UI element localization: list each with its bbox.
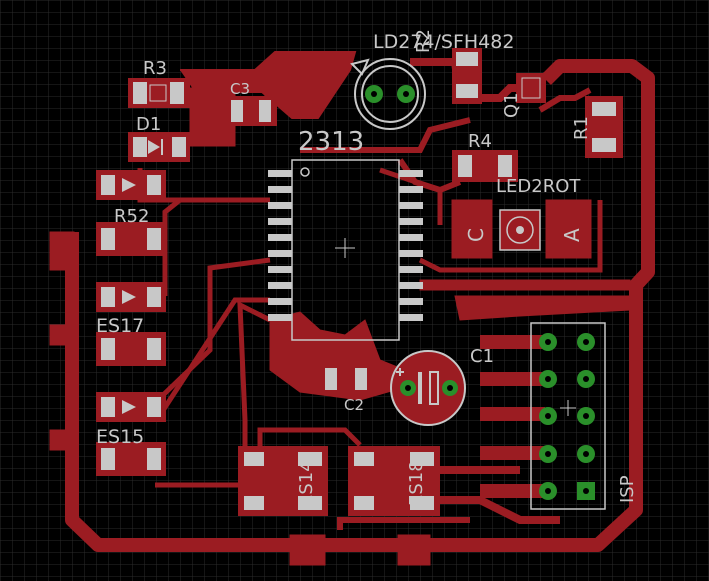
label-r4: R4 [468,131,492,152]
ic-pins [268,170,423,321]
led-pad-anode [545,199,592,259]
label-q1: Q1 [501,92,522,118]
left-connector-mid [49,324,75,346]
label-led-a: A [560,228,584,242]
label-es-top: ES17 [96,315,144,337]
left-connector-top [49,231,75,271]
label-r5: R52 [114,206,149,227]
label-r3: R3 [143,58,167,79]
label-led: LED2ROT [496,176,581,197]
label-c3: C3 [230,80,250,98]
bottom-connector-left [289,534,326,566]
label-isp: ISP [617,475,638,503]
label-es-bottom: ES15 [96,426,144,448]
capacitor-c1 [390,350,466,426]
led-pad-cathode [451,199,493,259]
label-c1: C1 [470,346,494,367]
led-2-rot [499,209,541,251]
left-connector-bot [49,429,75,451]
bottom-connector-right [397,534,431,566]
label-chip: 2313 [298,127,364,157]
label-ir-emitter: LD274/SFH482 [373,31,514,53]
label-d1: D1 [136,114,161,135]
label-es-left: ES14 [296,460,317,506]
copper-layer [49,51,655,566]
label-es-right: ES18 [406,460,427,506]
label-led-c: C [464,228,488,242]
label-r1: R1 [571,116,592,140]
smd-parts [96,48,623,516]
isp-header [530,322,606,510]
label-c2: C2 [344,396,364,414]
label-r2: R2 [413,29,434,53]
ir-emitter [350,58,426,130]
